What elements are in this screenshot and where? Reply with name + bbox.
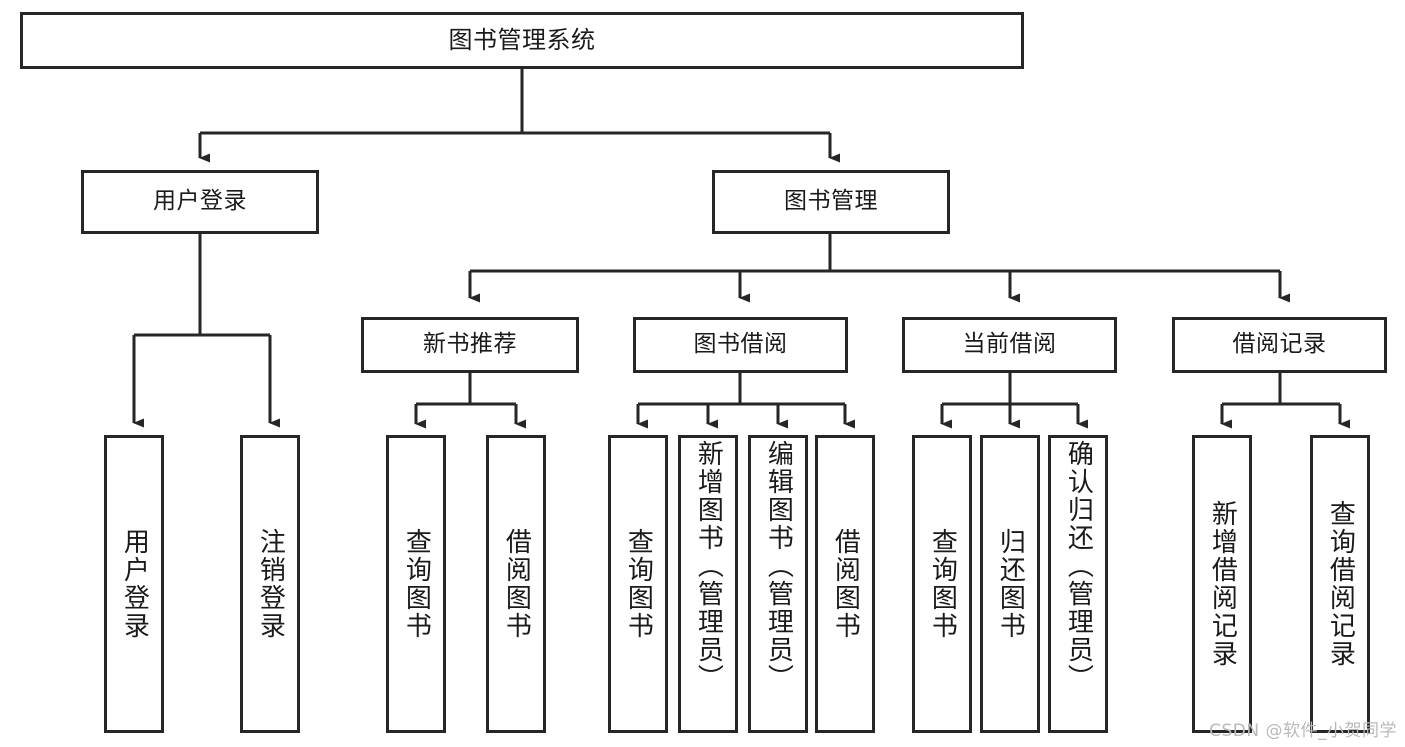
leaf-br-add-record[interactable]: 新增借阅记录 bbox=[1192, 435, 1252, 733]
leaf-cb-query-book[interactable]: 查询图书 bbox=[912, 435, 972, 733]
node-user-login-label: 用户登录 bbox=[153, 188, 247, 215]
leaf-cb-return-book[interactable]: 归还图书 bbox=[980, 435, 1040, 733]
node-current-borrow-label: 当前借阅 bbox=[962, 331, 1057, 358]
leaf-nb-borrow-book-inner: 借阅图书 bbox=[489, 438, 543, 730]
leaf-nb-borrow-book-label: 借阅图书 bbox=[501, 528, 532, 640]
node-book-borrow[interactable]: 图书借阅 bbox=[633, 317, 848, 373]
leaf-bb-borrow-book-inner: 借阅图书 bbox=[818, 438, 872, 730]
node-root-label: 图书管理系统 bbox=[448, 26, 596, 55]
leaf-logout[interactable]: 注销登录 bbox=[240, 435, 300, 733]
node-new-book-recommend[interactable]: 新书推荐 bbox=[361, 317, 579, 373]
leaf-cb-query-book-inner: 查询图书 bbox=[915, 438, 969, 730]
node-book-management[interactable]: 图书管理 bbox=[712, 170, 950, 234]
leaf-bb-add-book-admin-label: 新增图书（管理员） bbox=[693, 440, 724, 692]
leaf-cb-query-book-label: 查询图书 bbox=[927, 528, 958, 640]
leaf-nb-borrow-book[interactable]: 借阅图书 bbox=[486, 435, 546, 733]
node-borrow-records[interactable]: 借阅记录 bbox=[1172, 317, 1387, 373]
leaf-cb-return-book-inner: 归还图书 bbox=[983, 438, 1037, 730]
leaf-bb-add-book-admin[interactable]: 新增图书（管理员） bbox=[678, 435, 738, 733]
leaf-nb-query-book[interactable]: 查询图书 bbox=[386, 435, 446, 733]
leaf-bb-edit-book-admin-inner: 编辑图书（管理员） bbox=[751, 438, 805, 730]
leaf-bb-query-book-inner: 查询图书 bbox=[611, 438, 665, 730]
leaf-br-add-record-label: 新增借阅记录 bbox=[1207, 500, 1238, 668]
leaf-logout-inner: 注销登录 bbox=[243, 438, 297, 730]
leaf-bb-query-book[interactable]: 查询图书 bbox=[608, 435, 668, 733]
node-user-login[interactable]: 用户登录 bbox=[81, 170, 319, 234]
leaf-br-query-record-inner: 查询借阅记录 bbox=[1313, 438, 1367, 730]
node-new-book-recommend-label: 新书推荐 bbox=[423, 331, 517, 358]
leaf-bb-borrow-book[interactable]: 借阅图书 bbox=[815, 435, 875, 733]
leaf-logout-label: 注销登录 bbox=[255, 528, 286, 640]
node-book-borrow-label: 图书借阅 bbox=[693, 331, 788, 358]
leaf-cb-confirm-return-admin-inner: 确认归还（管理员） bbox=[1051, 438, 1105, 730]
leaf-br-add-record-inner: 新增借阅记录 bbox=[1195, 438, 1249, 730]
leaf-bb-borrow-book-label: 借阅图书 bbox=[830, 528, 861, 640]
leaf-br-query-record[interactable]: 查询借阅记录 bbox=[1310, 435, 1370, 733]
leaf-bb-edit-book-admin[interactable]: 编辑图书（管理员） bbox=[748, 435, 808, 733]
leaf-user-login[interactable]: 用户登录 bbox=[104, 435, 164, 733]
leaf-cb-confirm-return-admin-label: 确认归还（管理员） bbox=[1063, 440, 1094, 692]
leaf-bb-edit-book-admin-label: 编辑图书（管理员） bbox=[763, 440, 794, 692]
node-root-book-management-system[interactable]: 图书管理系统 bbox=[20, 12, 1024, 69]
leaf-nb-query-book-label: 查询图书 bbox=[401, 528, 432, 640]
leaf-cb-confirm-return-admin[interactable]: 确认归还（管理员） bbox=[1048, 435, 1108, 733]
leaf-bb-add-book-admin-inner: 新增图书（管理员） bbox=[681, 438, 735, 730]
leaf-bb-query-book-label: 查询图书 bbox=[623, 528, 654, 640]
leaf-br-query-record-label: 查询借阅记录 bbox=[1325, 500, 1356, 668]
node-current-borrow[interactable]: 当前借阅 bbox=[902, 317, 1117, 373]
leaf-user-login-label: 用户登录 bbox=[119, 528, 150, 640]
leaf-nb-query-book-inner: 查询图书 bbox=[389, 438, 443, 730]
leaf-cb-return-book-label: 归还图书 bbox=[995, 528, 1026, 640]
node-borrow-records-label: 借阅记录 bbox=[1232, 331, 1327, 358]
node-book-management-label: 图书管理 bbox=[784, 188, 878, 215]
leaf-user-login-inner: 用户登录 bbox=[107, 438, 161, 730]
